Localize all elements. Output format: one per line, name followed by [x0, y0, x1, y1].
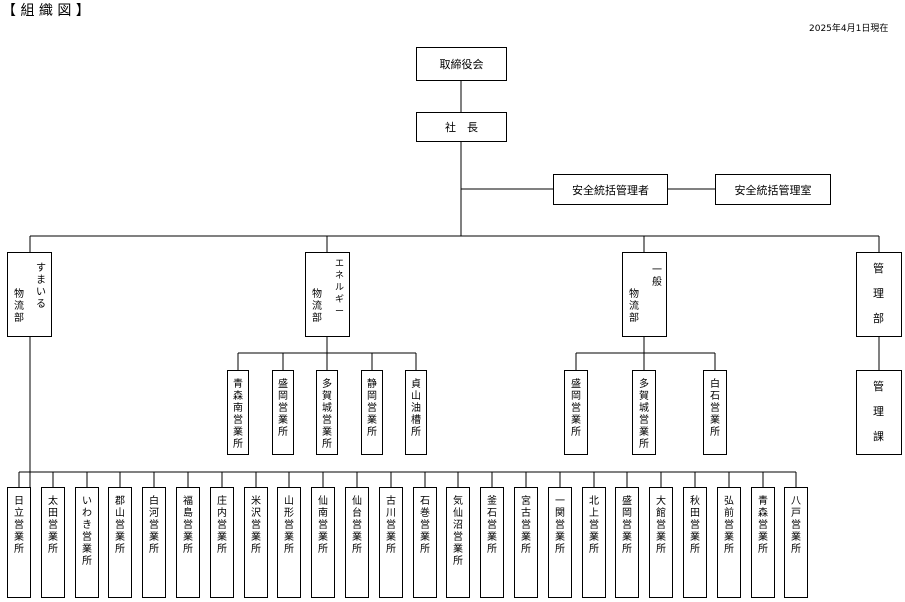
president-label: 社 長 — [445, 121, 478, 134]
energy-office-label: 静岡営業所 — [367, 379, 377, 438]
dept-sumai-line2: 物流部 — [14, 289, 24, 324]
sumai-office-4: 白河営業所 — [142, 487, 166, 598]
sumai-office-19: 大館営業所 — [649, 487, 673, 598]
sumai-office-1: 太田営業所 — [41, 487, 65, 598]
dept-general-line2: 物流部 — [629, 289, 639, 324]
energy-office-4: 貞山油槽所 — [405, 370, 427, 455]
admin-section-label: 管理課 — [873, 380, 884, 443]
general-office-1: 多賀城営業所 — [632, 370, 656, 455]
sumai-office-8: 山形営業所 — [277, 487, 301, 598]
sumai-office-7: 米沢営業所 — [244, 487, 268, 598]
sumai-office-label: 宮古営業所 — [521, 496, 531, 555]
sumai-office-label: 庄内営業所 — [217, 496, 227, 555]
sumai-office-21: 弘前営業所 — [717, 487, 741, 598]
sumai-office-17: 北上営業所 — [582, 487, 606, 598]
board-box: 取締役会 — [416, 47, 507, 81]
sumai-office-label: 郡山営業所 — [115, 496, 125, 555]
general-office-0: 盛岡営業所 — [564, 370, 588, 455]
sumai-office-22: 青森営業所 — [751, 487, 775, 598]
sumai-office-14: 釜石営業所 — [480, 487, 504, 598]
sumai-office-label: 山形営業所 — [284, 496, 294, 555]
sumai-office-label: 福島営業所 — [183, 496, 193, 555]
sumai-office-0: 日立営業所 — [7, 487, 31, 598]
sumai-office-label: 日立営業所 — [14, 496, 24, 555]
sumai-office-11: 古川営業所 — [379, 487, 403, 598]
sumai-office-16: 一関営業所 — [548, 487, 572, 598]
safety-manager-label: 安全統括管理者 — [572, 183, 649, 197]
sumai-office-label: 弘前営業所 — [724, 496, 734, 555]
sumai-office-label: 釜石営業所 — [487, 496, 497, 555]
sumai-office-13: 気仙沼営業所 — [446, 487, 470, 598]
energy-office-1: 盛岡営業所 — [272, 370, 294, 455]
sumai-office-label: 青森営業所 — [758, 496, 768, 555]
board-label: 取締役会 — [439, 58, 484, 71]
energy-office-label: 多賀城営業所 — [322, 379, 332, 450]
dept-general-line1: 一般 — [652, 265, 662, 288]
dept-energy-line1: エネルギー — [335, 259, 345, 317]
safety-manager-box: 安全統括管理者 — [553, 174, 668, 205]
sumai-office-10: 仙台営業所 — [345, 487, 369, 598]
safety-office-box: 安全統括管理室 — [715, 174, 831, 205]
admin-section-box: 管理課 — [856, 370, 902, 455]
general-office-2: 白石営業所 — [703, 370, 727, 455]
energy-office-3: 静岡営業所 — [361, 370, 383, 455]
sumai-office-label: 気仙沼営業所 — [453, 496, 463, 567]
dept-sumai-box: すまいる 物流部 — [7, 252, 52, 337]
safety-office-label: 安全統括管理室 — [734, 183, 812, 197]
dept-energy-box: エネルギー 物流部 — [305, 252, 350, 337]
dept-general-box: 一般 物流部 — [622, 252, 667, 337]
general-office-label: 白石営業所 — [710, 379, 720, 438]
energy-office-2: 多賀城営業所 — [316, 370, 338, 455]
sumai-office-label: 仙台営業所 — [352, 496, 362, 555]
energy-office-label: 盛岡営業所 — [278, 379, 288, 438]
sumai-office-label: 一関営業所 — [555, 496, 565, 555]
sumai-office-23: 八戸営業所 — [784, 487, 808, 598]
energy-office-label: 青森南営業所 — [233, 379, 243, 450]
general-office-label: 盛岡営業所 — [571, 379, 581, 438]
page-title: 【 組 織 図 】 — [2, 3, 90, 19]
sumai-office-label: 太田営業所 — [48, 496, 58, 555]
dept-sumai-line1: すまいる — [36, 263, 46, 310]
sumai-office-label: 盛岡営業所 — [622, 496, 632, 555]
president-box: 社 長 — [416, 112, 507, 142]
general-office-label: 多賀城営業所 — [639, 379, 649, 450]
sumai-office-9: 仙南営業所 — [311, 487, 335, 598]
sumai-office-label: 北上営業所 — [589, 496, 599, 555]
dept-admin-label: 管理部 — [873, 262, 884, 325]
sumai-office-label: 白河営業所 — [149, 496, 159, 555]
sumai-office-label: 秋田営業所 — [690, 496, 700, 555]
sumai-office-20: 秋田営業所 — [683, 487, 707, 598]
sumai-office-label: 石巻営業所 — [420, 496, 430, 555]
sumai-office-label: 大館営業所 — [656, 496, 666, 555]
sumai-office-12: 石巻営業所 — [413, 487, 437, 598]
sumai-office-2: いわき営業所 — [75, 487, 99, 598]
as-of-date: 2025年4月1日現在 — [809, 24, 889, 34]
dept-admin-box: 管理部 — [856, 252, 902, 337]
sumai-office-label: 古川営業所 — [386, 496, 396, 555]
sumai-office-6: 庄内営業所 — [210, 487, 234, 598]
energy-office-0: 青森南営業所 — [227, 370, 249, 455]
dept-energy-line2: 物流部 — [312, 289, 322, 324]
sumai-office-label: いわき営業所 — [82, 496, 92, 567]
energy-office-label: 貞山油槽所 — [411, 379, 421, 438]
sumai-office-18: 盛岡営業所 — [615, 487, 639, 598]
sumai-office-label: 米沢営業所 — [251, 496, 261, 555]
sumai-office-5: 福島営業所 — [176, 487, 200, 598]
sumai-office-3: 郡山営業所 — [108, 487, 132, 598]
sumai-office-label: 八戸営業所 — [791, 496, 801, 555]
sumai-office-label: 仙南営業所 — [318, 496, 328, 555]
sumai-office-15: 宮古営業所 — [514, 487, 538, 598]
